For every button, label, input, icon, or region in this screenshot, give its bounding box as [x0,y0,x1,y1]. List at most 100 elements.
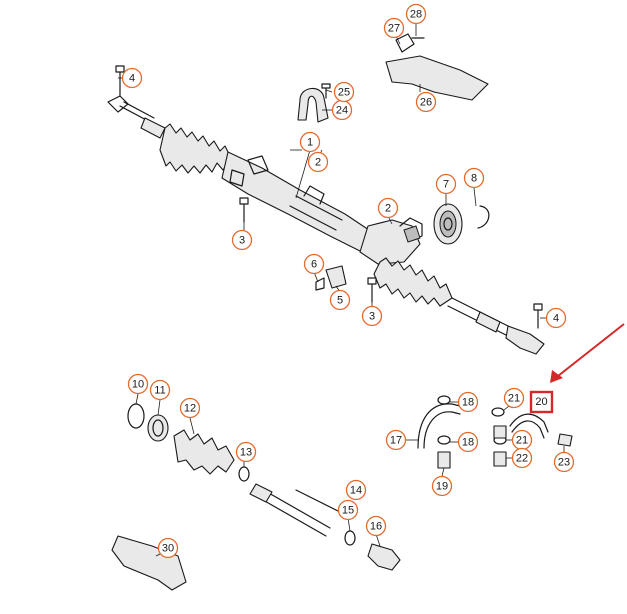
callout-circle [415,91,437,113]
highlight-box [529,390,554,414]
callout-label: 10 [132,379,144,391]
callout-circle [329,289,351,311]
callout-label: 28 [410,9,422,21]
callout-16[interactable]: 16 [365,515,387,537]
callout-circle [345,479,367,501]
callout-label: 2 [385,203,391,215]
callout-circle [179,397,201,419]
callout-label: 11 [154,385,165,397]
callout-2[interactable]: 2 [307,151,329,173]
callout-11[interactable]: 11 [149,379,171,401]
callout-27[interactable]: 27 [383,17,405,39]
callout-label: 3 [369,311,375,323]
callout-18[interactable]: 18 [457,391,479,413]
callout-circle [545,307,567,329]
callout-14[interactable]: 14 [345,479,367,501]
callout-3[interactable]: 3 [231,229,253,251]
callout-circle [299,131,321,153]
callout-6[interactable]: 6 [303,253,325,275]
callout-circle [121,67,143,89]
callout-circle [377,197,399,219]
callout-circle [385,429,407,451]
callout-22[interactable]: 22 [511,447,533,469]
callout-circle [333,81,355,103]
callout-label: 12 [184,403,196,415]
callout-label: 13 [240,447,252,459]
callout-3[interactable]: 3 [361,305,383,327]
callout-label: 14 [350,485,362,497]
callout-10[interactable]: 10 [127,373,149,395]
callout-2[interactable]: 2 [377,197,399,219]
callout-circle [463,167,485,189]
callout-label: 1 [307,137,313,149]
callout-label: 21 [516,435,528,447]
callout-circle [503,387,525,409]
callout-label: 8 [471,173,477,185]
callout-circle [303,253,325,275]
callout-label: 22 [516,453,528,465]
callout-15[interactable]: 15 [337,499,359,521]
callout-label: 30 [162,543,174,555]
callout-circle [457,431,479,453]
callout-1[interactable]: 1 [299,131,321,153]
callout-circle [405,3,427,25]
callout-28[interactable]: 28 [405,3,427,25]
callout-circle [337,499,359,521]
callout-label: 7 [443,179,449,191]
callout-circle [231,229,253,251]
callout-label: 5 [337,295,343,307]
callout-circle [383,17,405,39]
callout-label: 16 [370,521,382,533]
callout-circle [149,379,171,401]
callout-8[interactable]: 8 [463,167,485,189]
callout-label: 26 [420,97,432,109]
callout-25[interactable]: 25 [333,81,355,103]
hydraulic-line-parts [417,395,573,469]
callout-circle [457,391,479,413]
callout-5[interactable]: 5 [329,289,351,311]
callout-4[interactable]: 4 [121,67,143,89]
callout-19[interactable]: 19 [431,475,453,497]
callout-circle [361,305,383,327]
callout-circle [365,515,387,537]
callout-label: 15 [342,505,354,517]
callout-17[interactable]: 17 [385,429,407,451]
callout-26[interactable]: 26 [415,91,437,113]
callout-circle [431,475,453,497]
callout-21[interactable]: 21 [511,429,533,451]
callout-30[interactable]: 30 [157,537,179,559]
callout-label: 17 [390,435,402,447]
callout-label: 24 [336,105,348,117]
red-arrow [550,323,625,383]
callout-18[interactable]: 18 [457,431,479,453]
steering-rack-assembly [107,33,545,355]
callout-label: 4 [553,313,559,325]
callout-circle [511,447,533,469]
callout-4[interactable]: 4 [545,307,567,329]
callout-label: 18 [462,397,474,409]
callout-23[interactable]: 23 [553,451,575,473]
callout-21[interactable]: 21 [503,387,525,409]
callout-label: 23 [558,457,570,469]
callout-label: 27 [388,23,400,35]
callout-circle [435,173,457,195]
callout-circle [235,441,257,463]
callout-circle [157,537,179,559]
callout-circle [127,373,149,395]
highlighted-callout[interactable]: 20 [529,390,554,414]
callout-circle [553,451,575,473]
callout-label: 6 [311,259,317,271]
callout-label: 3 [239,235,245,247]
callout-13[interactable]: 13 [235,441,257,463]
callout-label: 18 [462,437,474,449]
callout-label: 21 [508,393,520,405]
callout-24[interactable]: 24 [331,99,353,121]
callout-label: 2 [315,157,321,169]
callout-12[interactable]: 12 [179,397,201,419]
callout-label: 4 [129,73,135,85]
callout-label: 25 [338,87,350,99]
callout-circle [307,151,329,173]
callout-7[interactable]: 7 [435,173,457,195]
